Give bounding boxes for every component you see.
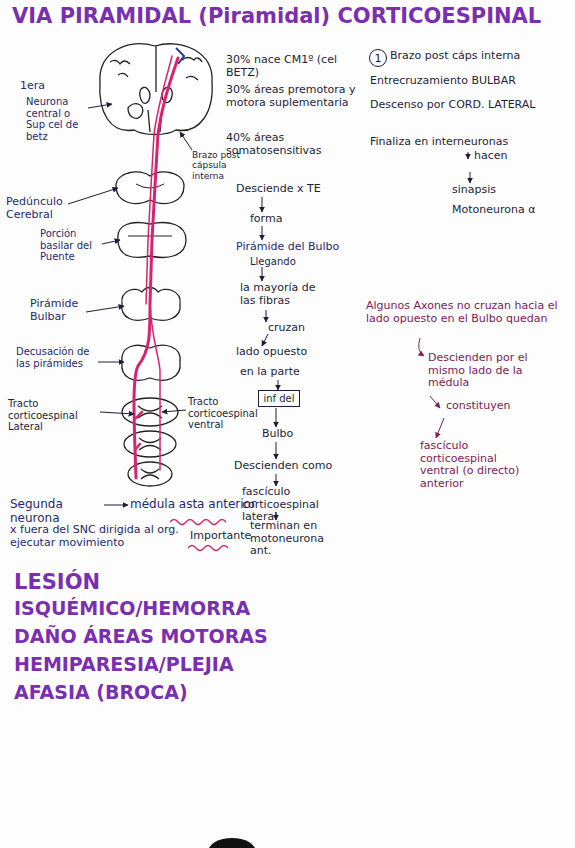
- structure-label: Pedúnculo Cerebral: [6, 196, 68, 221]
- note-text: Descienden por el mismo lado de la médul…: [428, 352, 532, 390]
- lesion-item: HEMIPARESIA/PLEJIA: [14, 654, 314, 676]
- note-text: Llegando: [250, 256, 310, 268]
- note-text: médula asta anterior: [130, 498, 260, 512]
- note-text: en la parte: [240, 366, 330, 379]
- note-text: Motoneurona α: [452, 204, 552, 217]
- note-text: Desciende x TE: [236, 183, 346, 196]
- note-text: forma: [250, 213, 310, 226]
- note-text: Entrecruzamiento BULBAR: [370, 75, 560, 88]
- note-text: Descienden como: [234, 460, 344, 473]
- structure-label: Porción basilar del Puente: [40, 228, 102, 263]
- node-text: inf del: [263, 393, 294, 404]
- neuron-label: Neurona central o Sup cel de betz: [26, 96, 90, 142]
- tract-label: Tracto corticoespinal ventral: [188, 396, 262, 431]
- structure-label: Decusación de las pirámides: [16, 346, 98, 369]
- note-text: Finaliza en interneuronas: [370, 136, 560, 149]
- note-text: 40% áreas somatosensitivas: [226, 132, 376, 157]
- note-text: Segunda neurona: [10, 498, 106, 526]
- note-text: Bulbo: [262, 428, 322, 441]
- lesion-item: AFASIA (BROCA): [14, 682, 314, 704]
- note-text: lado opuesto: [236, 346, 336, 359]
- note-text: 30% nace CM1º (cel BETZ): [226, 54, 370, 79]
- midbrain-detail: [136, 184, 164, 188]
- note-text: Brazo post cáps interna: [390, 50, 570, 63]
- leader-lines: [68, 104, 192, 505]
- note-text: cruzan: [268, 322, 318, 335]
- lesion-heading: LESIÓN: [14, 570, 314, 594]
- note-text: terminan en motoneurona ant.: [250, 520, 338, 558]
- note-text: Algunos Axones no cruzan hacia el lado o…: [366, 300, 571, 325]
- neuron-order: 1era: [20, 80, 60, 93]
- note-text: 30% áreas premotora y motora suplementar…: [226, 84, 370, 109]
- note-text: Pirámide del Bulbo: [236, 241, 346, 254]
- note-text: la mayoría de las fibras: [240, 282, 324, 307]
- structure-label: Pirámide Bulbar: [30, 298, 86, 323]
- lesion-item: ISQUÉMICO/HEMORRA: [14, 598, 314, 620]
- note-text: fascículo corticoespinal ventral (o dire…: [420, 440, 520, 491]
- decussation-section: [122, 345, 180, 380]
- page-blot: [208, 838, 256, 848]
- note-text: Descenso por CORD. LATERAL: [370, 99, 570, 112]
- note-text: fascículo corticoespinal lateral: [242, 486, 338, 524]
- note-text: hacen: [474, 150, 534, 163]
- tract-label: Tracto corticoespinal Lateral: [8, 398, 102, 433]
- node-text: 1: [375, 52, 382, 65]
- note-text: x fuera del SNC dirigida al org. ejecuta…: [10, 524, 182, 549]
- callout-number: 1: [369, 49, 387, 67]
- lesion-item: DAÑO ÁREAS MOTORAS: [14, 626, 314, 648]
- page-title: VIA PIRAMIDAL (Piramidal) CORTICOESPINAL: [12, 4, 572, 28]
- boxed-text: inf del: [258, 390, 300, 407]
- note-text: constituyen: [446, 400, 546, 413]
- pons-detail: [128, 236, 172, 237]
- corticospinal-tract: [134, 56, 178, 478]
- note-text: sinapsis: [452, 184, 532, 197]
